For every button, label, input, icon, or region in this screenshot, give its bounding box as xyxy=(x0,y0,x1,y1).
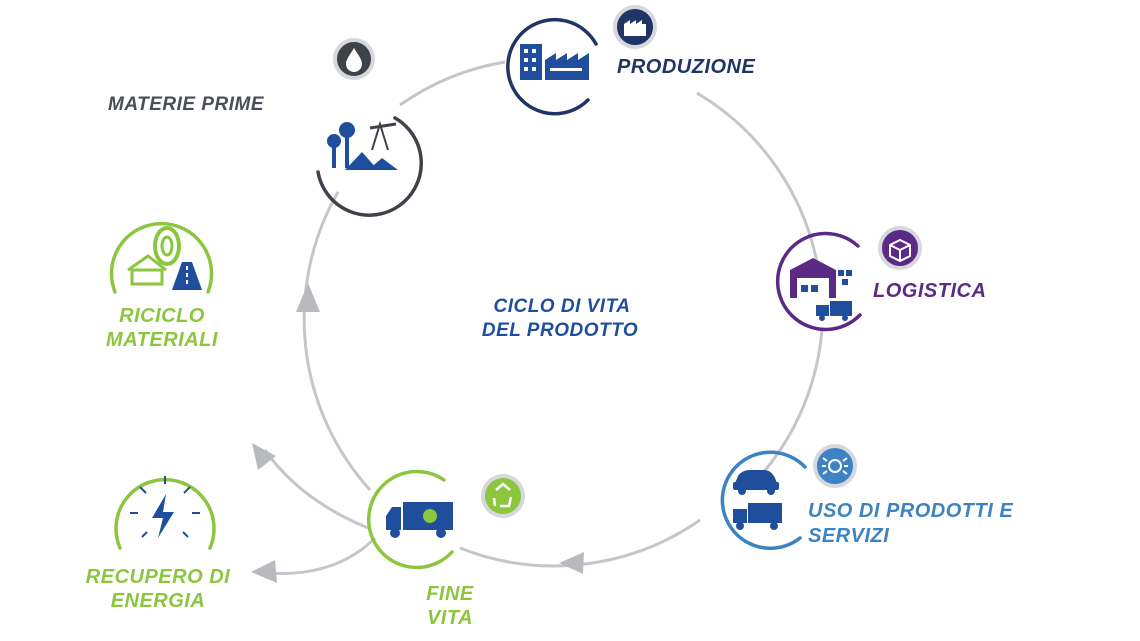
arrowhead-to-fine-vita xyxy=(559,552,584,574)
car-and-truck-icon xyxy=(733,470,782,530)
uso-badge xyxy=(813,444,857,488)
materie-prime-arc xyxy=(316,116,423,217)
branch-to-riciclo xyxy=(263,449,369,530)
center-title-line2: DEL PRODOTTO xyxy=(482,320,638,341)
arrowhead-branch-recupero xyxy=(251,560,277,583)
logistica-label: LOGISTICA xyxy=(873,280,986,302)
fine-vita-label-line1: FINE xyxy=(426,583,474,605)
produzione-arc xyxy=(506,17,598,116)
riciclo-label-line2: MATERIALI xyxy=(106,329,218,351)
recycling-truck-icon xyxy=(386,502,453,538)
stage-materie-prime: MATERIE PRIME xyxy=(108,38,423,217)
stage-uso-prodotti: USO DI PRODOTTI E SERVIZI xyxy=(720,444,1013,550)
fine-vita-arc xyxy=(367,469,454,570)
stage-recupero-energia: RECUPERO DI ENERGIA xyxy=(86,476,230,612)
stage-riciclo-materiali: RICICLO MATERIALI xyxy=(106,221,218,351)
materie-prime-label: MATERIE PRIME xyxy=(108,94,265,115)
center-title-line1: CICLO DI VITA xyxy=(493,296,630,317)
produzione-label: PRODUZIONE xyxy=(617,56,756,78)
stage-logistica: LOGISTICA xyxy=(775,226,986,332)
cycle-arrowheads xyxy=(251,283,584,583)
headlight-icon xyxy=(822,457,848,475)
logistica-arc xyxy=(775,231,862,332)
arc-logistica-uso xyxy=(760,329,824,475)
uso-arc xyxy=(720,450,807,550)
arc-fine-riciclo xyxy=(302,191,372,492)
stage-produzione: PRODUZIONE xyxy=(506,5,756,116)
recycle-icon xyxy=(492,482,513,508)
branch-to-recupero xyxy=(264,536,377,576)
oil-pump-and-trees-icon xyxy=(327,120,398,170)
package-icon xyxy=(889,238,911,263)
factory-icon xyxy=(520,44,589,80)
uso-label-line1: USO DI PRODOTTI E xyxy=(808,500,1013,522)
arrowhead-branch-riciclo xyxy=(252,443,276,470)
stage-fine-vita: FINE VITA xyxy=(367,469,525,629)
cycle-ring xyxy=(263,60,824,576)
logistica-badge xyxy=(878,226,922,270)
uso-label-line2: SERVIZI xyxy=(808,525,889,547)
riciclo-label-line1: RICICLO xyxy=(119,305,205,327)
arrowhead-to-riciclo xyxy=(296,283,320,312)
warehouse-truck-icon xyxy=(790,258,852,321)
recupero-label-line2: ENERGIA xyxy=(111,590,206,612)
energy-bolt-icon xyxy=(130,476,200,538)
fine-vita-label-line2: VITA xyxy=(427,607,473,629)
riciclo-arc xyxy=(109,221,214,294)
recycled-tire-icon xyxy=(127,226,202,290)
factory-badge-icon xyxy=(624,20,646,36)
arc-materie-produzione xyxy=(399,60,506,107)
recupero-label-line1: RECUPERO DI xyxy=(86,566,230,588)
arc-produzione-logistica xyxy=(696,91,820,269)
arc-uso-fine xyxy=(459,518,701,568)
oil-drop-icon xyxy=(346,48,362,72)
fine-vita-badge xyxy=(481,474,525,518)
